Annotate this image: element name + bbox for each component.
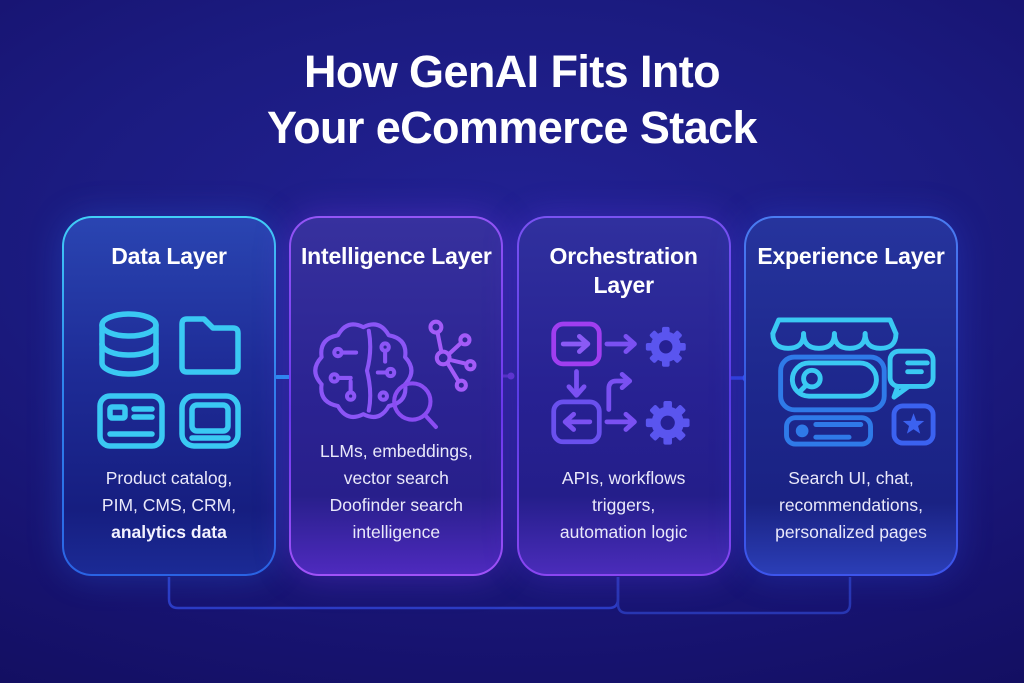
card-data-layer-body: Data Layer [64,218,274,574]
gear-icon [645,326,686,367]
storefront-icon [770,316,899,351]
card-description-line: analytics data [111,522,227,542]
card-description: APIs, workflows triggers, automation log… [560,465,687,546]
card-orchestration-layer: Orchestration Layer [516,216,731,576]
card-intelligence-layer: Intelligence Layer [289,216,504,576]
card-description: Search UI, chat, recommendations, person… [775,465,927,546]
brain-circuit-icon [313,321,414,419]
content-card-icon [784,414,873,446]
device-icon [179,393,241,449]
data-layer-icons [94,306,244,456]
card-description-line: intelligence [352,522,441,542]
star-badge-icon [891,402,936,446]
chat-bubble-icon [887,348,936,400]
card-description-line: LLMs, embeddings, [319,441,473,461]
storefront-icon-cluster [770,316,936,446]
card-description-line: APIs, workflows [561,468,686,488]
card-experience-layer: Experience Layer [743,216,958,576]
card-description-line: vector search [343,468,449,488]
page-title: How GenAI Fits Into Your eCommerce Stack [0,44,1024,156]
search-bar-icon [789,359,879,399]
card-intelligence-layer-body: Intelligence Layer [291,218,502,574]
gear-icon [645,400,690,445]
workflow-icon-cluster [550,321,690,445]
card-data-layer: Data Layer [62,216,276,576]
card-description-line: Product catalog, [105,468,233,488]
orchestration-layer-icons [548,306,700,456]
card-description-line: triggers, [592,495,656,515]
intelligence-layer-icons [305,306,487,438]
card-description-line: automation logic [559,522,688,542]
card-title: Data Layer [111,243,227,269]
card-title: Intelligence Layer [300,243,492,269]
id-card-icon [97,393,165,449]
card-description-line: personalized pages [775,522,927,542]
card-orchestration-layer-body: Orchestration Layer [518,218,729,574]
database-icon [99,311,159,377]
card-experience-layer-body: Experience Layer [745,218,956,574]
magnifier-icon [392,380,439,429]
experience-layer-icons [765,306,937,456]
card-description-line: recommendations, [779,495,923,515]
shop-window-panel [778,354,887,412]
data-layer-icon-cluster [97,311,241,449]
card-description-line: PIM, CMS, CRM, [101,495,237,515]
layer-cards-row: Data Layer [62,216,958,576]
card-description-line: Doofinder search [329,495,463,515]
page-title-line2: Your eCommerce Stack [267,102,757,153]
network-graph-icon [428,319,477,392]
bracket-line-card3-card4 [616,577,852,615]
page-title-line1: How GenAI Fits Into [303,46,721,97]
card-title: Experience Layer [757,243,945,269]
bracket-line-card1-card3 [167,577,620,610]
card-title: Orchestration Layer [549,243,698,298]
card-description-line: Search UI, chat, [788,468,914,488]
card-description: LLMs, embeddings, vector search Doofinde… [320,438,473,546]
card-description: Product catalog, PIM, CMS, CRM, analytic… [102,465,236,546]
folder-icon [179,316,241,375]
workflow-boxes-icon [550,321,637,445]
intelligence-icon-cluster [313,319,477,429]
